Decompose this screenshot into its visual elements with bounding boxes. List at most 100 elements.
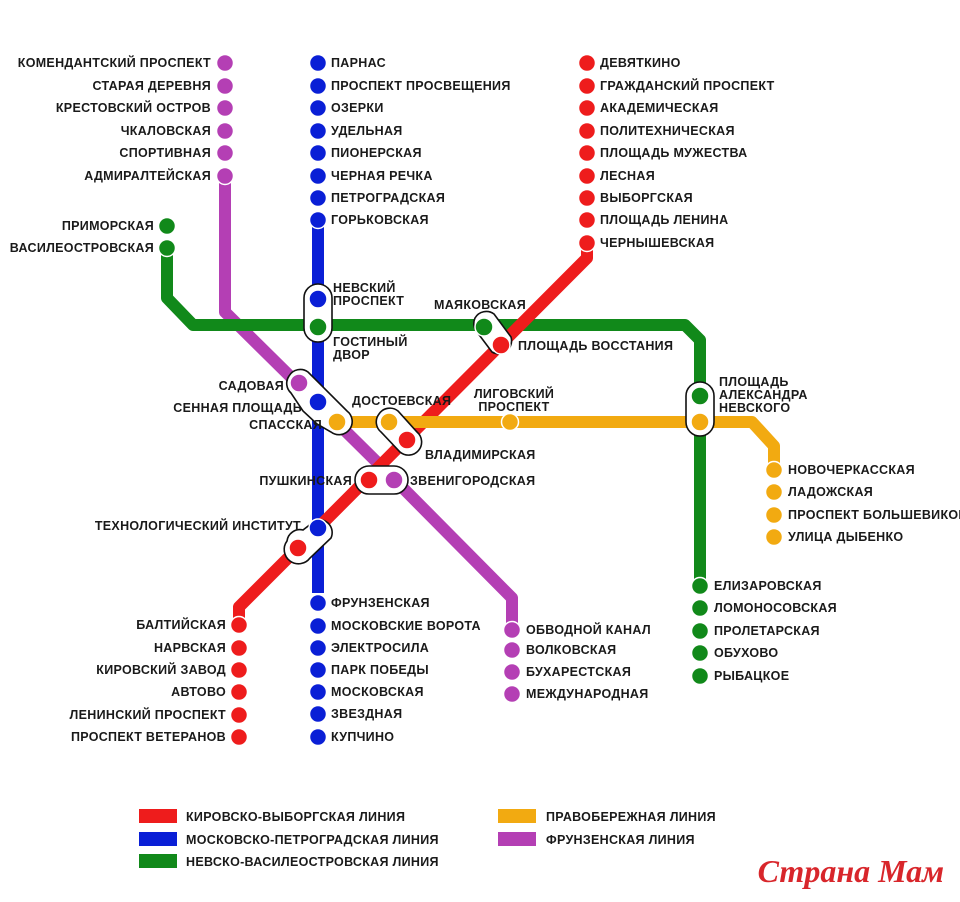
station-udelnaya-dot[interactable] — [308, 121, 328, 141]
station-parnas-dot[interactable] — [308, 53, 328, 73]
station-vyborgskaya-label: ВЫБОРГСКАЯ — [600, 191, 693, 205]
station-gostiny-label-2: ДВОР — [333, 348, 370, 362]
station-chernyshevskaya-dot[interactable] — [577, 233, 597, 253]
station-petrogradskaya-dot[interactable] — [308, 188, 328, 208]
station-avtovo-dot[interactable] — [229, 682, 249, 702]
station-obukhovo-dot[interactable] — [690, 643, 710, 663]
station-akademicheskaya-dot[interactable] — [577, 98, 597, 118]
station-nevsky-label-1: НЕВСКИЙ — [333, 280, 396, 295]
station-kirovsky-zavod-dot[interactable] — [229, 660, 249, 680]
station-prosvescheniya-dot[interactable] — [308, 76, 328, 96]
station-veteranov-dot[interactable] — [229, 727, 249, 747]
station-obvodny-dot[interactable] — [502, 620, 522, 640]
station-grazhdansky-label: ГРАЖДАНСКИЙ ПРОСПЕКТ — [600, 78, 775, 93]
station-avtovo-label: АВТОВО — [171, 685, 226, 699]
station-sennaya-dot[interactable] — [308, 392, 328, 412]
station-primorskaya-dot[interactable] — [157, 216, 177, 236]
station-volkovskaya-dot[interactable] — [502, 640, 522, 660]
station-proletarskaya-dot[interactable] — [690, 621, 710, 641]
station-ligovsky-dot[interactable] — [500, 412, 520, 432]
station-vosstaniya-dot[interactable] — [491, 335, 511, 355]
station-narvskaya-dot[interactable] — [229, 638, 249, 658]
station-staraya-derevnya-dot[interactable] — [215, 76, 235, 96]
station-kupchino-dot[interactable] — [308, 727, 328, 747]
station-chkalovskaya-label: ЧКАЛОВСКАЯ — [121, 124, 211, 138]
station-ladozhskaya-dot[interactable] — [764, 482, 784, 502]
station-lomonosovskaya-label: ЛОМОНОСОВСКАЯ — [714, 601, 837, 615]
station-mezhdunarodnaya-dot[interactable] — [502, 684, 522, 704]
station-spasskaya-dot[interactable] — [327, 412, 347, 432]
station-krestovsky-label: КРЕСТОВСКИЙ ОСТРОВ — [56, 100, 211, 115]
station-politekhnicheskaya-dot[interactable] — [577, 121, 597, 141]
station-moskovskaya-dot[interactable] — [308, 682, 328, 702]
station-elektrosila-dot[interactable] — [308, 638, 328, 658]
station-vladimirskaya-dot[interactable] — [397, 430, 417, 450]
station-chernaya-rechka-label: ЧЕРНАЯ РЕЧКА — [331, 169, 433, 183]
station-rybatskoe-label: РЫБАЦКОЕ — [714, 669, 789, 683]
station-zvenigorodskaya-dot[interactable] — [384, 470, 404, 490]
station-park-pobedy-dot[interactable] — [308, 660, 328, 680]
station-nevsky-label-2: ПРОСПЕКТ — [333, 294, 404, 308]
station-frunzenskaya-dot[interactable] — [308, 593, 328, 613]
station-mayakovskaya-dot[interactable] — [474, 317, 494, 337]
station-lesnaya-dot[interactable] — [577, 166, 597, 186]
station-politekhnicheskaya-label: ПОЛИТЕХНИЧЕСКАЯ — [600, 124, 735, 138]
station-lomonosovskaya-dot[interactable] — [690, 598, 710, 618]
station-grazhdansky-dot[interactable] — [577, 76, 597, 96]
station-prosvescheniya-label: ПРОСПЕКТ ПРОСВЕЩЕНИЯ — [331, 79, 511, 93]
station-moskovskie-vorota-label: МОСКОВСКИЕ ВОРОТА — [331, 619, 481, 633]
station-leninsky-dot[interactable] — [229, 705, 249, 725]
station-sportivnaya-dot[interactable] — [215, 143, 235, 163]
station-parnas-label: ПАРНАС — [331, 56, 386, 70]
station-devyatkino-dot[interactable] — [577, 53, 597, 73]
watermark-logo: Страна Мам — [758, 853, 944, 889]
station-komendantsky-label: КОМЕНДАНТСКИЙ ПРОСПЕКТ — [18, 55, 211, 70]
station-chkalovskaya-dot[interactable] — [215, 121, 235, 141]
station-narvskaya-label: НАРВСКАЯ — [154, 641, 226, 655]
station-tekhnologichesky-red-dot[interactable] — [288, 538, 308, 558]
station-ozerki-dot[interactable] — [308, 98, 328, 118]
legend-label-orange: ПРАВОБЕРЕЖНАЯ ЛИНИЯ — [546, 810, 716, 824]
station-bukharestskaya-dot[interactable] — [502, 662, 522, 682]
station-moskovskaya-label: МОСКОВСКАЯ — [331, 685, 424, 699]
station-komendantsky-dot[interactable] — [215, 53, 235, 73]
station-vyborgskaya-dot[interactable] — [577, 188, 597, 208]
legend-label-green: НЕВСКО-ВАСИЛЕОСТРОВСКАЯ ЛИНИЯ — [186, 855, 439, 869]
station-sadovaya-dot[interactable] — [289, 373, 309, 393]
station-nevsky-dot[interactable] — [308, 289, 328, 309]
station-sportivnaya-label: СПОРТИВНАЯ — [119, 146, 211, 160]
station-chernaya-rechka-dot[interactable] — [308, 166, 328, 186]
legend: КИРОВСКО-ВЫБОРГСКАЯ ЛИНИЯ МОСКОВСКО-ПЕТР… — [139, 809, 716, 869]
station-ligovsky-label-1: ЛИГОВСКИЙ — [474, 386, 554, 401]
station-mezhdunarodnaya-label: МЕЖДУНАРОДНАЯ — [526, 687, 649, 701]
station-dybenko-dot[interactable] — [764, 527, 784, 547]
station-lenina-dot[interactable] — [577, 210, 597, 230]
station-pushkinskaya-dot[interactable] — [359, 470, 379, 490]
station-rybatskoe-dot[interactable] — [690, 666, 710, 686]
station-alexandra-green-dot[interactable] — [690, 386, 710, 406]
station-gorkovskaya-dot[interactable] — [308, 210, 328, 230]
station-elizarovskaya-dot[interactable] — [690, 576, 710, 596]
station-ozerki-label: ОЗЕРКИ — [331, 101, 384, 115]
station-dybenko-label: УЛИЦА ДЫБЕНКО — [788, 530, 903, 544]
station-zvezdnaya-dot[interactable] — [308, 704, 328, 724]
station-baltiyskaya-label: БАЛТИЙСКАЯ — [136, 617, 226, 632]
station-moskovskie-vorota-dot[interactable] — [308, 616, 328, 636]
station-vladimirskaya-label: ВЛАДИМИРСКАЯ — [425, 448, 536, 462]
station-krestovsky-dot[interactable] — [215, 98, 235, 118]
station-vasileostrovskaya-dot[interactable] — [157, 238, 177, 258]
station-baltiyskaya-dot[interactable] — [229, 615, 249, 635]
station-pionerskaya-dot[interactable] — [308, 143, 328, 163]
station-alexandra-orange-dot[interactable] — [690, 412, 710, 432]
station-admiralteyskaya-dot[interactable] — [215, 166, 235, 186]
station-tekhnologichesky-blue-dot[interactable] — [308, 518, 328, 538]
station-gostiny-dot[interactable] — [308, 317, 328, 337]
station-bolshevikov-dot[interactable] — [764, 505, 784, 525]
station-novocherkasskaya-dot[interactable] — [764, 460, 784, 480]
station-leninsky-label: ЛЕНИНСКИЙ ПРОСПЕКТ — [70, 707, 227, 722]
station-udelnaya-label: УДЕЛЬНАЯ — [331, 124, 403, 138]
station-alexandra-label-1: ПЛОЩАДЬ — [719, 375, 789, 389]
station-bukharestskaya-label: БУХАРЕСТСКАЯ — [526, 665, 631, 679]
station-muzhestva-dot[interactable] — [577, 143, 597, 163]
station-dostoevskaya-dot[interactable] — [379, 412, 399, 432]
